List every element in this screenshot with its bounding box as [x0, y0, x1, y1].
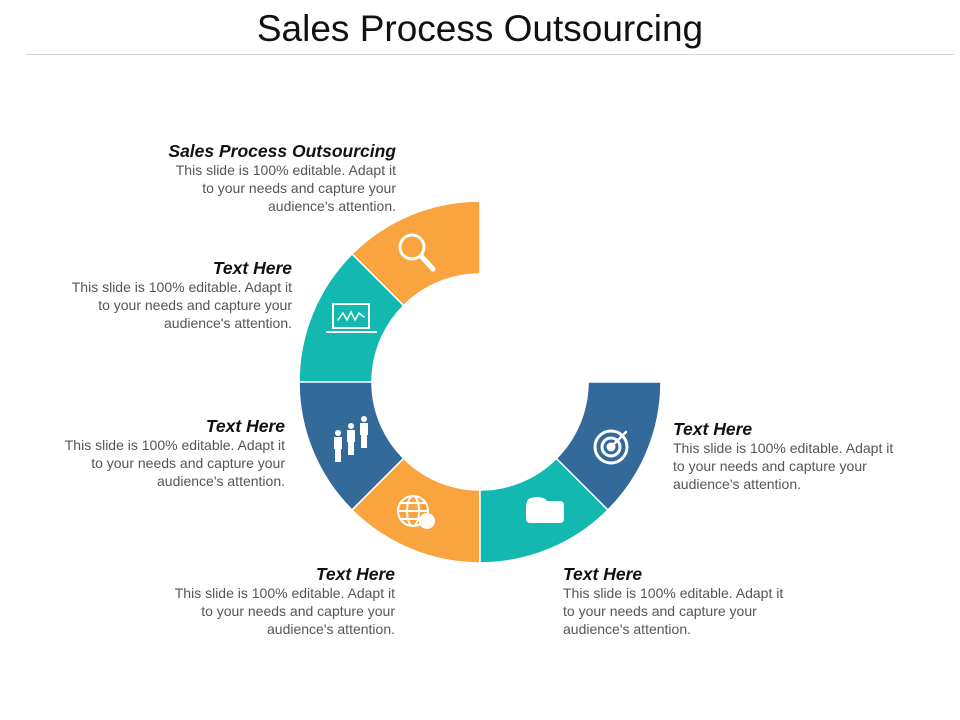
magnifier-icon — [398, 233, 436, 272]
block-heading: Sales Process Outsourcing — [168, 141, 396, 161]
block-body: This slide is 100% editable. Adapt it to… — [175, 162, 396, 214]
block-body: This slide is 100% editable. Adapt it to… — [64, 437, 285, 489]
page-title: Sales Process Outsourcing — [256, 8, 704, 49]
block-heading: Text Here — [212, 258, 292, 278]
people-growth-icon — [334, 416, 368, 462]
info-block-6: Text Here This slide is 100% editable. A… — [673, 419, 933, 493]
info-block-1: Sales Process Outsourcing This slide is … — [136, 141, 396, 215]
title-divider — [26, 54, 954, 55]
info-block-4: Text Here This slide is 100% editable. A… — [135, 564, 395, 638]
info-block-3: Text Here This slide is 100% editable. A… — [25, 416, 285, 490]
block-body: This slide is 100% editable. Adapt it to… — [673, 440, 894, 492]
block-heading: Text Here — [315, 564, 395, 584]
globe-gear-icon — [397, 495, 435, 529]
block-heading: Text Here — [673, 419, 753, 439]
block-heading: Text Here — [205, 416, 285, 436]
laptop-chart-icon — [326, 303, 377, 333]
block-heading: Text Here — [563, 564, 643, 584]
measuring-tape-icon — [526, 497, 564, 523]
block-body: This slide is 100% editable. Adapt it to… — [563, 585, 784, 637]
block-body: This slide is 100% editable. Adapt it to… — [71, 279, 292, 331]
info-block-2: Text Here This slide is 100% editable. A… — [32, 258, 292, 332]
block-body: This slide is 100% editable. Adapt it to… — [174, 585, 395, 637]
target-icon — [593, 429, 629, 465]
info-block-5: Text Here This slide is 100% editable. A… — [563, 564, 823, 638]
